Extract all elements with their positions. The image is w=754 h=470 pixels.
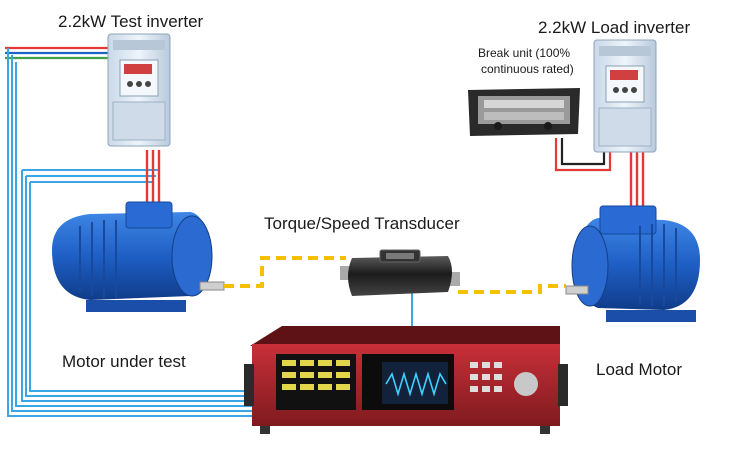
test-inverter-label: 2.2kW Test inverter [58,12,204,31]
power-analyzer [244,326,568,434]
load-inverter-label: 2.2kW Load inverter [538,18,691,37]
break-unit-label-line2: continuous rated) [481,62,574,76]
transducer-label: Torque/Speed Transducer [264,214,460,233]
brake-unit [468,88,580,136]
mechanical-coupling [224,256,566,294]
load-motor [565,205,700,322]
mains-supply-wires [5,46,110,60]
torque-speed-transducer [340,249,460,296]
load-inverter-output-wires [629,152,645,214]
load-motor-label: Load Motor [596,360,682,379]
analyzer-signal-wires [7,48,413,417]
transducer-icon [348,256,452,296]
test-inverter-output-wires [145,150,161,210]
brake-unit-wires [554,138,612,172]
test-inverter [107,33,171,147]
load-inverter [593,39,657,153]
break-unit-label-line1: Break unit (100% [478,46,571,60]
motor-under-test [52,201,225,312]
motor-under-test-label: Motor under test [62,352,186,371]
